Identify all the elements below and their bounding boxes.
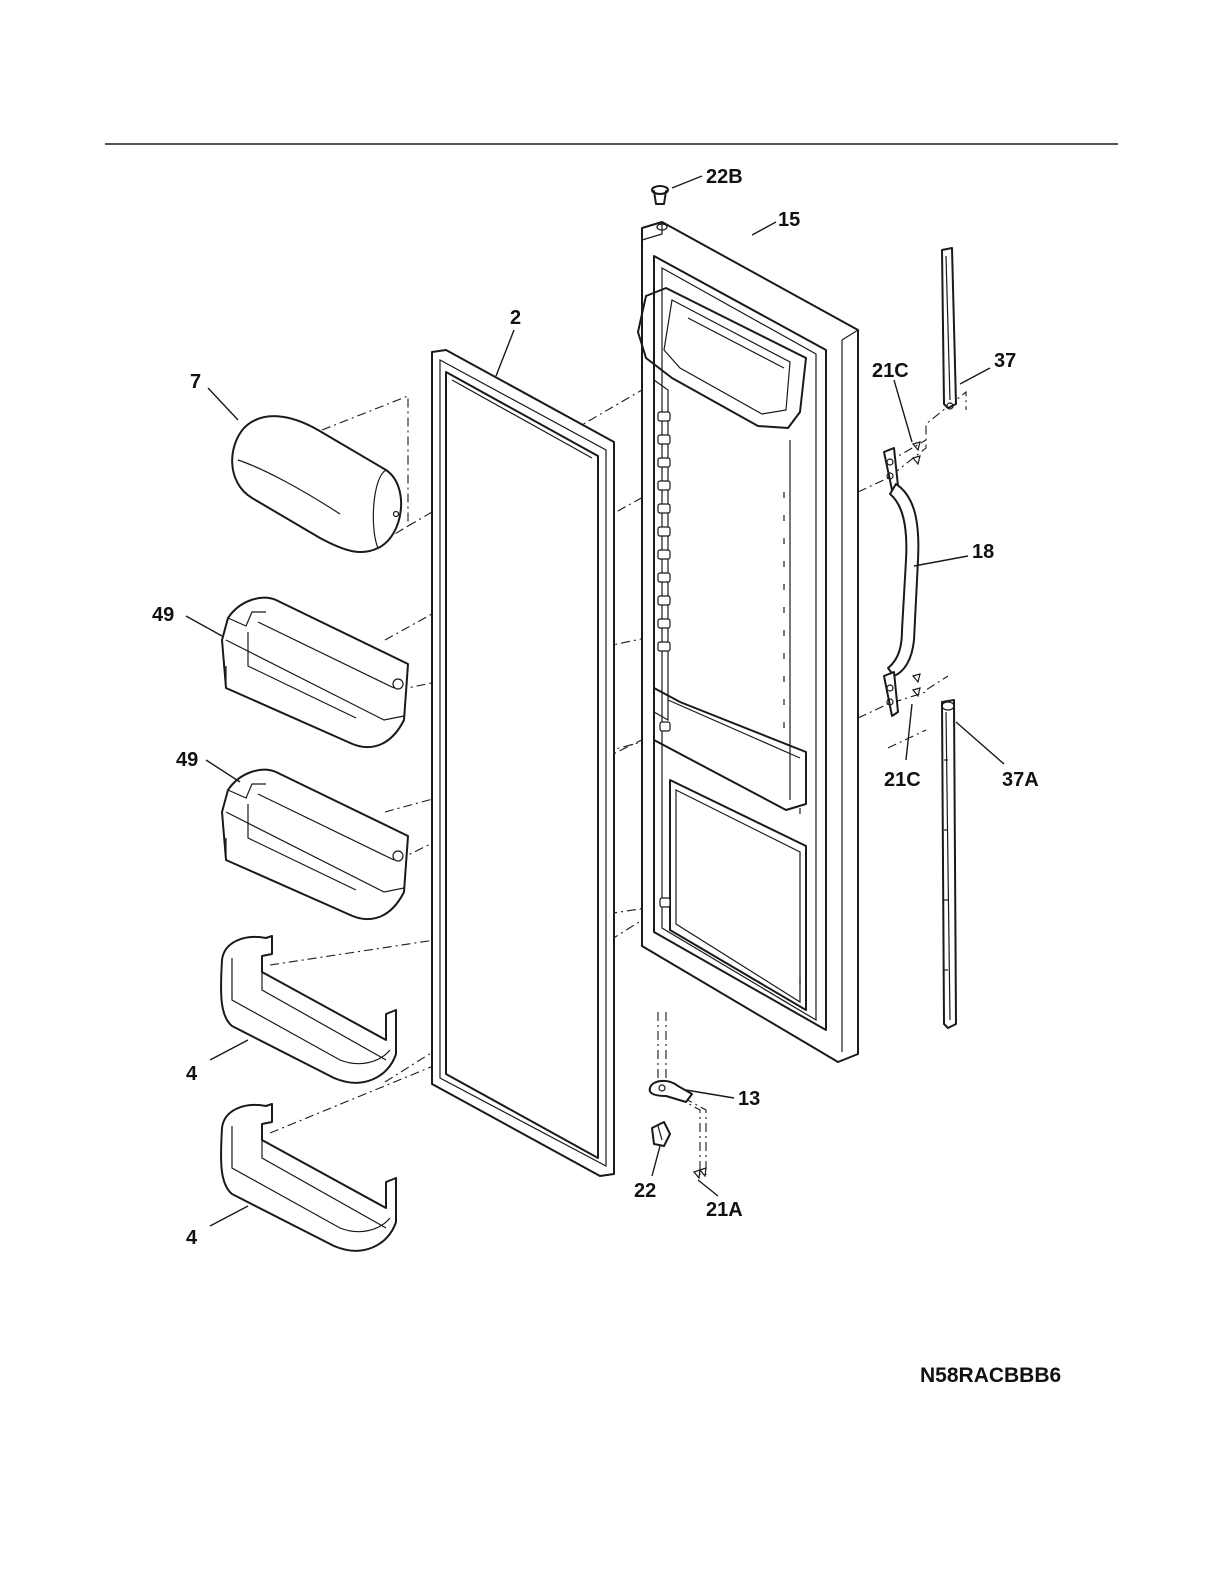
handle-screws-lower bbox=[913, 674, 920, 696]
door-shelf-lower bbox=[221, 1104, 396, 1251]
door-bin-upper bbox=[222, 598, 408, 747]
top-hinge-bushing bbox=[652, 186, 668, 204]
dairy-door bbox=[232, 416, 401, 552]
callout-15: 15 bbox=[778, 209, 800, 231]
callout-49-lower: 49 bbox=[176, 749, 198, 771]
hinge-pin-bushing bbox=[652, 1122, 670, 1146]
callout-13: 13 bbox=[738, 1088, 760, 1110]
callout-37: 37 bbox=[994, 350, 1016, 372]
door-shelf-upper bbox=[221, 936, 396, 1083]
callout-21a: 21A bbox=[706, 1199, 743, 1221]
door-gasket bbox=[432, 350, 614, 1176]
callout-37a: 37A bbox=[1002, 769, 1039, 791]
callout-49-upper: 49 bbox=[152, 604, 174, 626]
diagram-code: N58RACBBB6 bbox=[920, 1364, 1061, 1387]
callout-2: 2 bbox=[510, 307, 521, 329]
handle-trim-lower bbox=[942, 700, 956, 1028]
door-bin-lower bbox=[222, 770, 408, 919]
hinge-screws bbox=[694, 1168, 706, 1178]
callout-21c-lower: 21C bbox=[884, 769, 921, 791]
door-outer-panel bbox=[638, 222, 858, 1062]
handle-trim-upper bbox=[942, 248, 956, 409]
callout-7: 7 bbox=[190, 371, 201, 393]
callout-22b: 22B bbox=[706, 166, 743, 188]
callout-21c-upper: 21C bbox=[872, 360, 909, 382]
callout-22: 22 bbox=[634, 1180, 656, 1202]
callout-4-upper: 4 bbox=[186, 1063, 198, 1085]
bottom-hinge-plate bbox=[650, 1081, 692, 1102]
callout-4-lower: 4 bbox=[186, 1227, 198, 1249]
callout-18: 18 bbox=[972, 541, 994, 563]
